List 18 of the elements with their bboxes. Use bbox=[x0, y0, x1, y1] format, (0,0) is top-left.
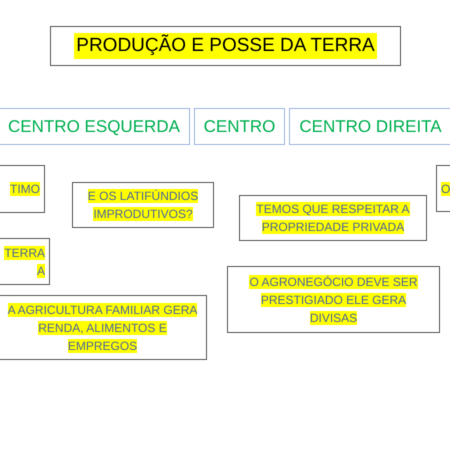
statement-box bbox=[0, 165, 45, 213]
statement-box bbox=[436, 165, 450, 212]
statement-box bbox=[227, 266, 440, 333]
column-header: CENTRO bbox=[204, 116, 276, 138]
statement-text: E OS LATIFÚNDIOS IMPRODUTIVOS? bbox=[86, 188, 200, 223]
statement-text: O AGRONEGÓCIO DEVE SER PRESTIGIADO ELE GERA DIVISAS bbox=[248, 274, 419, 326]
column-header: CENTRO DIREITA bbox=[299, 116, 442, 138]
statement-text: TERRA A bbox=[3, 244, 45, 280]
column-header-box bbox=[0, 108, 190, 145]
column-header-box bbox=[289, 108, 450, 145]
statement-box bbox=[0, 238, 50, 285]
title: PRODUÇÃO E POSSE DA TERRA bbox=[74, 33, 377, 59]
statement-text: O bbox=[441, 180, 450, 198]
statement-box bbox=[72, 182, 214, 228]
statement-text: TIMO bbox=[10, 181, 40, 198]
column-header-box bbox=[194, 108, 285, 145]
column-header: CENTRO ESQUERDA bbox=[8, 116, 180, 138]
statement-box bbox=[239, 195, 427, 241]
